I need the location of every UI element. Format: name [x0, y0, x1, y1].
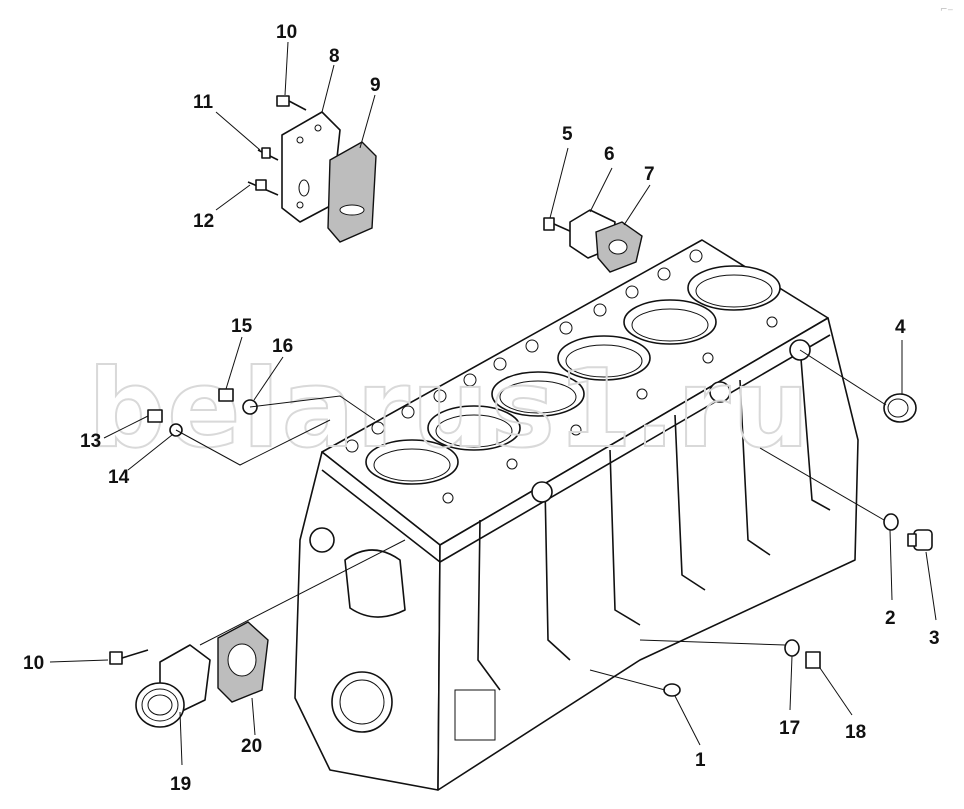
label-14: 14	[108, 467, 130, 488]
label-15: 15	[231, 316, 253, 337]
label-10-bottom: 10	[23, 653, 44, 674]
stud-part-12	[247, 179, 279, 196]
gasket-part-9	[327, 141, 377, 243]
front-face-details	[309, 527, 496, 741]
label-12: 12	[193, 211, 214, 232]
plug-part-4	[883, 393, 917, 423]
label-9: 9	[370, 75, 381, 96]
label-2: 2	[885, 608, 896, 629]
bolt-part-10-bottom	[109, 649, 149, 665]
label-11: 11	[193, 92, 214, 113]
plug-group-13-16	[147, 388, 376, 466]
plug-part-3	[907, 529, 933, 551]
label-7: 7	[644, 164, 655, 185]
bolt-part-5	[543, 217, 555, 231]
label-1: 1	[695, 750, 706, 771]
washer-part-2	[883, 513, 899, 531]
label-17: 17	[779, 718, 800, 739]
label-10-top: 10	[276, 22, 297, 43]
water-inlet-assembly	[109, 539, 406, 728]
plug-part-13	[147, 409, 163, 423]
watermark: belarus1.ru	[88, 347, 811, 472]
label-5: 5	[562, 124, 573, 145]
label-8: 8	[329, 46, 340, 67]
label-13: 13	[80, 431, 101, 452]
side-cover-assembly	[247, 95, 377, 243]
label-19: 19	[170, 774, 191, 795]
top-plate-assembly	[543, 209, 643, 273]
leader-lines	[49, 41, 937, 766]
plug-part-1	[663, 683, 681, 697]
corner-mark: ⌐‒	[940, 5, 954, 15]
label-4: 4	[895, 317, 906, 338]
label-3: 3	[929, 628, 940, 649]
label-6: 6	[604, 144, 615, 165]
cylinder-bores	[365, 265, 781, 485]
bolt-part-10-top	[276, 95, 307, 111]
stud-part-11	[257, 147, 279, 161]
crankcase-ribs	[477, 345, 831, 691]
deck-holes	[345, 249, 778, 504]
plug-part-15	[218, 388, 234, 402]
part-number-labels: 10 8 9 11 12 5 6 7 15 16 4 13 14 2 3 10 …	[23, 22, 940, 795]
label-20: 20	[241, 736, 262, 757]
plug-part-18	[805, 651, 821, 669]
washer-part-17	[784, 639, 800, 657]
label-16: 16	[272, 336, 293, 357]
cylinder-block	[294, 239, 859, 791]
label-18: 18	[845, 722, 866, 743]
